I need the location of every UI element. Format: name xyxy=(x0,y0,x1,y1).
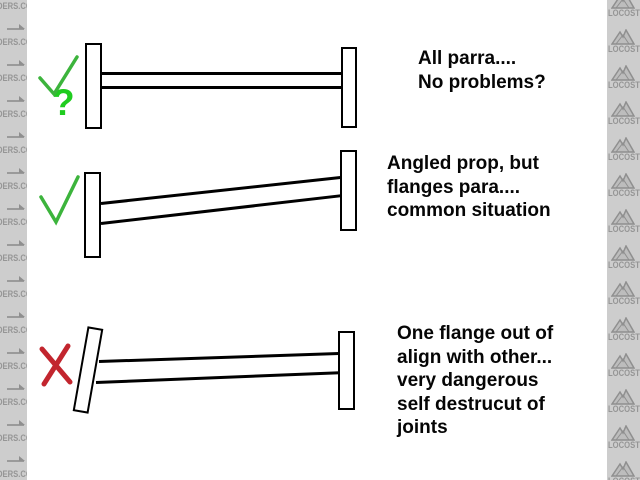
left-watermark-text: DERS.CO xyxy=(0,253,27,263)
row2-right-flange xyxy=(340,150,357,231)
mountain-logo-icon xyxy=(610,0,636,14)
mountain-logo-icon xyxy=(610,136,636,158)
swoosh-icon xyxy=(7,24,25,30)
row1-caption: All parra....No problems? xyxy=(418,48,546,93)
left-watermark-text: DERS.CO xyxy=(0,181,27,191)
left-watermark-text: DERS.CO xyxy=(0,289,27,299)
right-watermark-text: LOCOST xyxy=(608,152,640,162)
left-watermark-text: DERS.CO xyxy=(0,37,27,47)
left-watermark-text: DERS.CO xyxy=(0,1,27,11)
left-watermark-text: DERS.CO xyxy=(0,73,27,83)
row1-shaft-bottom-line xyxy=(102,86,342,89)
swoosh-icon xyxy=(7,456,25,462)
right-watermark-text: LOCOST xyxy=(608,440,640,450)
row3-x-icon xyxy=(39,343,73,387)
left-watermark-text: DERS.CO xyxy=(0,469,27,479)
right-watermark-text: LOCOST xyxy=(608,260,640,270)
row1-left-flange xyxy=(85,43,102,129)
mountain-logo-icon xyxy=(610,352,636,374)
mountain-logo-icon xyxy=(610,244,636,266)
row3-right-flange xyxy=(338,331,355,410)
swoosh-icon xyxy=(7,96,25,102)
right-watermark-text: LOCOST xyxy=(608,44,640,54)
swoosh-icon xyxy=(7,132,25,138)
swoosh-icon xyxy=(7,312,25,318)
mountain-logo-icon xyxy=(610,100,636,122)
mountain-logo-icon xyxy=(610,64,636,86)
left-watermark-strip: DERS.CO DERS.CO DERS.CO DERS.CO DERS.CO DERS.… xyxy=(0,0,27,480)
right-watermark-text: LOCOST xyxy=(608,188,640,198)
right-watermark-text: LOCOST xyxy=(608,80,640,90)
right-watermark-text: LOCOST xyxy=(608,477,640,480)
swoosh-icon xyxy=(7,204,25,210)
row3-shaft-top-line xyxy=(98,352,339,363)
right-watermark-text: LOCOST xyxy=(608,368,640,378)
left-watermark-text: DERS.CO xyxy=(0,325,27,335)
right-watermark-strip: LOCOST LOCOST LOCOST LOCOST LOCOST LOCOST LOCO… xyxy=(607,0,640,480)
mountain-logo-icon xyxy=(610,388,636,410)
swoosh-icon xyxy=(7,168,25,174)
left-watermark-text: DERS.CO xyxy=(0,361,27,371)
right-watermark-text: LOCOST xyxy=(608,8,640,18)
swoosh-icon xyxy=(7,60,25,66)
swoosh-icon xyxy=(7,276,25,282)
row1-shaft-top-line xyxy=(102,72,342,75)
mountain-logo-icon xyxy=(610,424,636,446)
swoosh-icon xyxy=(7,384,25,390)
left-watermark-text: DERS.CO xyxy=(0,217,27,227)
mountain-logo-icon xyxy=(610,316,636,338)
row1-right-flange xyxy=(341,47,357,128)
row2-left-flange xyxy=(84,172,101,258)
right-watermark-text: LOCOST xyxy=(608,332,640,342)
left-watermark-text: DERS.CO xyxy=(0,433,27,443)
right-watermark-text: LOCOST xyxy=(608,404,640,414)
mountain-logo-icon xyxy=(610,208,636,230)
swoosh-icon xyxy=(7,240,25,246)
right-watermark-text: LOCOST xyxy=(608,116,640,126)
question-mark: ? xyxy=(52,82,75,123)
left-watermark-text: DERS.CO xyxy=(0,145,27,155)
row3-shaft-bottom-line xyxy=(95,371,340,384)
mountain-logo-icon xyxy=(610,28,636,50)
right-watermark-text: LOCOST xyxy=(608,296,640,306)
right-watermark-text: LOCOST xyxy=(608,224,640,234)
left-watermark-text: DERS.CO xyxy=(0,109,27,119)
mountain-logo-icon xyxy=(610,280,636,302)
swoosh-icon xyxy=(7,420,25,426)
left-watermark-text: DERS.CO xyxy=(0,397,27,407)
swoosh-icon xyxy=(7,348,25,354)
mountain-logo-icon xyxy=(610,460,636,480)
mountain-logo-icon xyxy=(610,172,636,194)
row3-left-flange-tilted xyxy=(72,326,104,414)
row2-check-icon xyxy=(39,175,80,226)
